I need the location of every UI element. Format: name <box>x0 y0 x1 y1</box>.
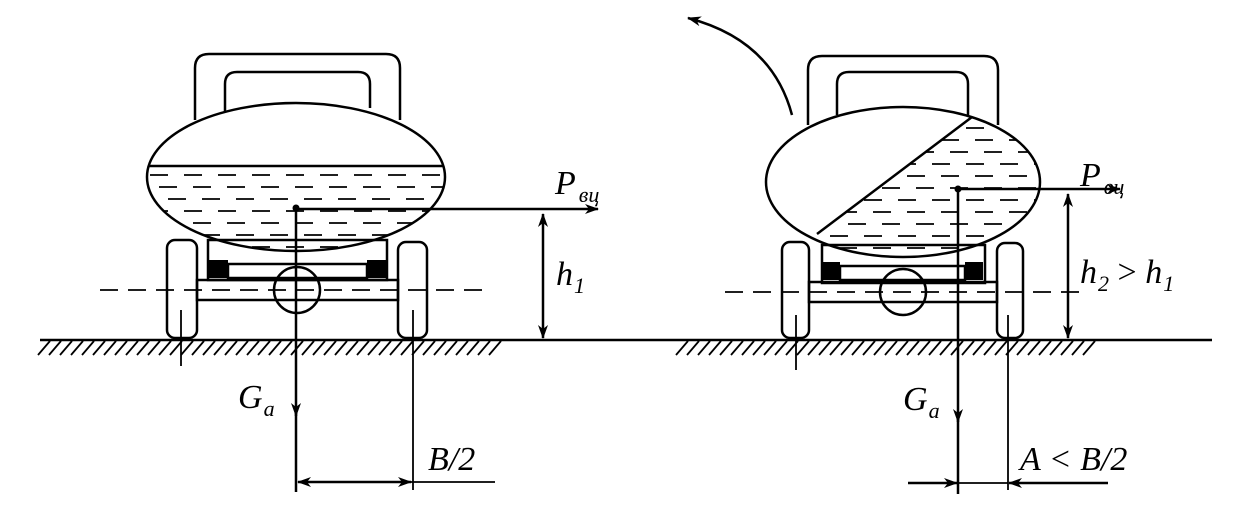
ground-hatch <box>961 340 975 356</box>
ground-hatch <box>895 340 909 356</box>
ground-hatch <box>851 340 865 356</box>
ground-hatch <box>180 340 194 356</box>
ground-hatch <box>763 340 777 356</box>
ground-hatch <box>389 340 403 356</box>
ground-hatch <box>1082 340 1096 356</box>
ground-hatch <box>59 340 73 356</box>
ground-hatch <box>1071 340 1085 356</box>
ground-hatch <box>730 340 744 356</box>
height-comparison-label: h2 > h1 <box>1080 254 1174 296</box>
ground-hatch <box>840 340 854 356</box>
ground-hatch <box>829 340 843 356</box>
cab-window <box>223 70 372 112</box>
ground-hatch <box>81 340 95 356</box>
ground-hatch <box>741 340 755 356</box>
ground-hatch <box>752 340 766 356</box>
ground-hatch <box>466 340 480 356</box>
ground-hatch <box>312 340 326 356</box>
ground-hatch <box>477 340 491 356</box>
ground-hatch <box>224 340 238 356</box>
ground-hatch <box>125 340 139 356</box>
ground-hatch <box>246 340 260 356</box>
rollover-direction-arrow <box>687 16 794 116</box>
ground-hatch <box>1049 340 1063 356</box>
left-wheel <box>165 238 199 340</box>
right-wheel <box>995 241 1025 340</box>
ground-hatch <box>686 340 700 356</box>
cab-window <box>835 70 970 115</box>
track-label: B/2 <box>428 441 475 478</box>
ground-hatch <box>48 340 62 356</box>
chassis <box>206 238 389 282</box>
ground-hatch <box>873 340 887 356</box>
ground-hatch <box>136 340 150 356</box>
ground-hatch <box>411 340 425 356</box>
ground-hatch <box>972 340 986 356</box>
ground-hatch <box>862 340 876 356</box>
ground-hatch <box>37 340 51 356</box>
ground-hatch <box>444 340 458 356</box>
ground-hatch <box>928 340 942 356</box>
ground-hatch <box>884 340 898 356</box>
ground-hatch <box>917 340 931 356</box>
ground-hatch <box>433 340 447 356</box>
ground-hatch <box>158 340 172 356</box>
ground-hatch <box>191 340 205 356</box>
ground-hatch <box>1060 340 1074 356</box>
liquid-level <box>816 116 973 235</box>
ground-hatch <box>356 340 370 356</box>
ground-hatch <box>983 340 997 356</box>
ground-hatch <box>235 340 249 356</box>
ground-hatch <box>301 340 315 356</box>
ground-hatch <box>906 340 920 356</box>
ground-hatch <box>939 340 953 356</box>
ground-hatch <box>169 340 183 356</box>
ground-hatch <box>675 340 689 356</box>
ground-hatch <box>147 340 161 356</box>
ground-hatch <box>818 340 832 356</box>
ground-hatch <box>323 340 337 356</box>
ground-hatch <box>345 340 359 356</box>
weight-label: Ga <box>238 379 275 421</box>
ground-hatch <box>70 340 84 356</box>
ground-hatch <box>774 340 788 356</box>
ground-hatch <box>719 340 733 356</box>
ground-hatch <box>422 340 436 356</box>
offset-label: A < B/2 <box>1018 441 1127 478</box>
ground-hatch <box>807 340 821 356</box>
ground-hatch <box>488 340 502 356</box>
height-label: h1 <box>556 256 585 298</box>
ground-hatch <box>279 340 293 356</box>
ground-hatch <box>378 340 392 356</box>
ground-hatch <box>92 340 106 356</box>
ground-hatch <box>708 340 722 356</box>
ground-hatch <box>202 340 216 356</box>
ground-hatch <box>400 340 414 356</box>
cab <box>806 54 1000 125</box>
tank <box>764 105 1042 259</box>
ground-hatch <box>796 340 810 356</box>
ground-hatch <box>1038 340 1052 356</box>
weight-label: Ga <box>903 381 940 423</box>
ground-hatch <box>1027 340 1041 356</box>
ground-hatch <box>114 340 128 356</box>
cab <box>193 52 402 120</box>
ground <box>37 338 1212 356</box>
ground-hatch <box>994 340 1008 356</box>
ground-hatch <box>1016 340 1030 356</box>
ground-hatch <box>455 340 469 356</box>
ground-hatch <box>257 340 271 356</box>
ground-hatch <box>213 340 227 356</box>
ground-hatch <box>334 340 348 356</box>
ground-hatch <box>268 340 282 356</box>
ground-hatch <box>367 340 381 356</box>
ground-hatch <box>697 340 711 356</box>
ground-hatch <box>103 340 117 356</box>
